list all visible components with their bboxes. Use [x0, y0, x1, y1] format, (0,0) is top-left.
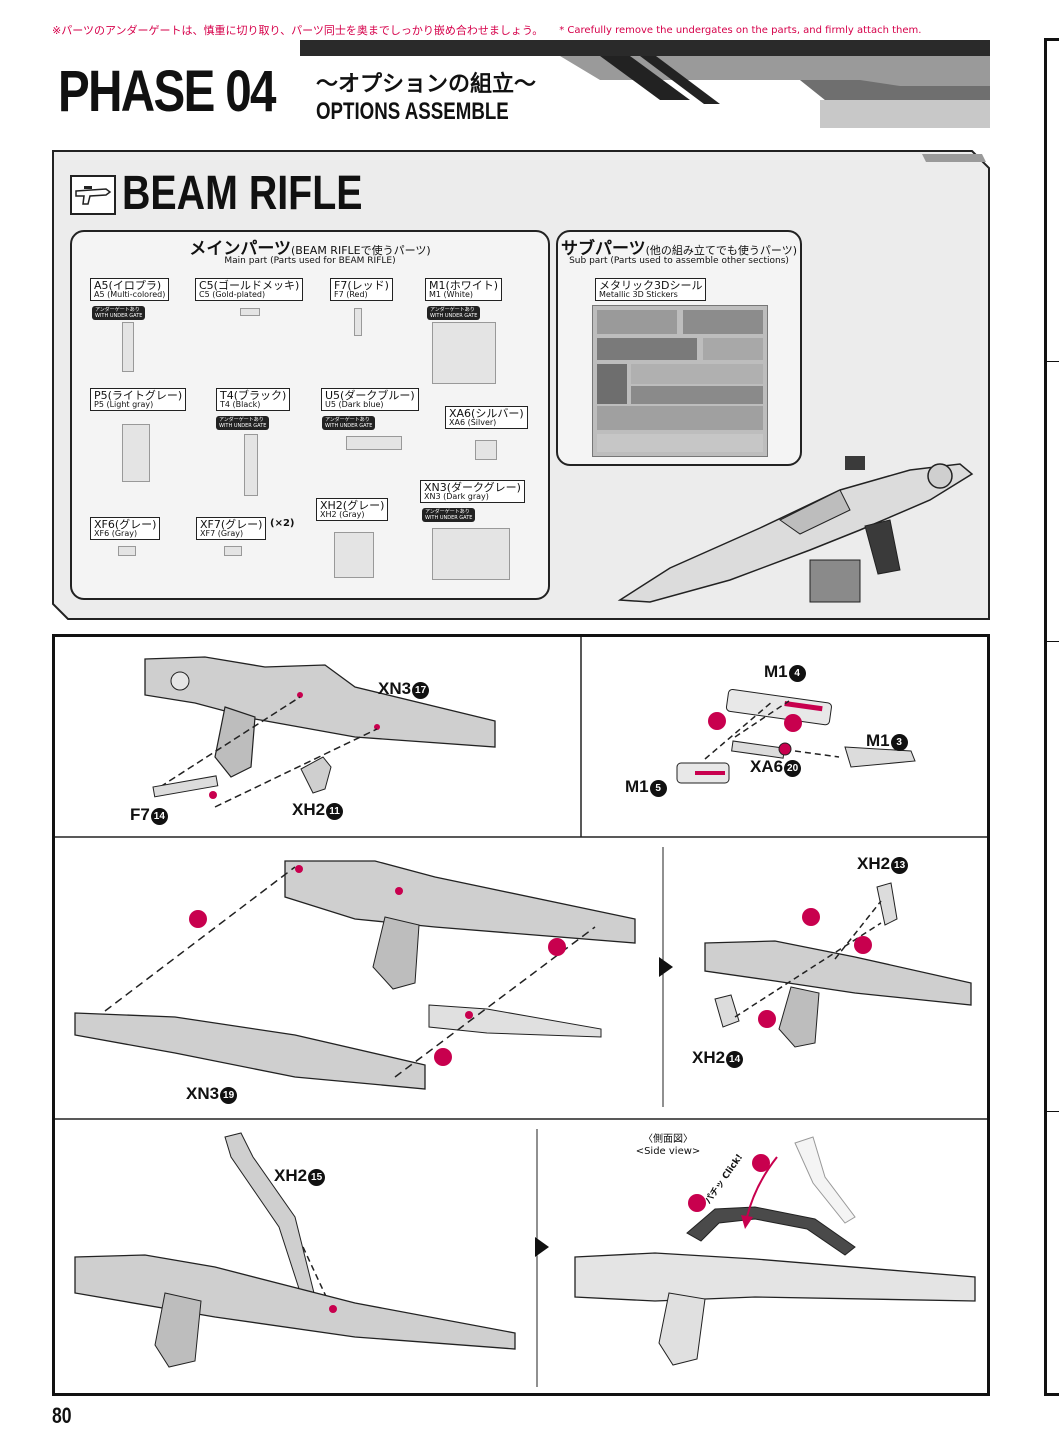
- page-number: 80: [52, 1403, 72, 1428]
- part-label-xh2: XH2(グレー)XH2 (Gray): [316, 498, 389, 521]
- right-page-edge: [1044, 38, 1059, 1396]
- phase-subtitle-en: OPTIONS ASSEMBLE: [316, 98, 509, 125]
- phase-title: PHASE 04: [58, 59, 277, 124]
- sub-parts-title: サブパーツ(他の組み立てでも使うパーツ): [558, 234, 800, 259]
- sub-parts-subtitle: Sub part (Parts used to assemble other s…: [569, 256, 789, 266]
- part-label-f7: F7(レッド)F7 (Red): [330, 278, 393, 301]
- part-label-xn3: XN3(ダークグレー)XN3 (Dark gray): [420, 480, 525, 503]
- side-view-caption: 〈側面図〉 <Side view>: [635, 1134, 701, 1157]
- assembly-steps-panel: [52, 634, 990, 1396]
- part-label-xf7: XF7(グレー)XF7 (Gray): [196, 517, 267, 540]
- xf7-quantity: (×2): [270, 518, 295, 529]
- assembly-steps-drawings: [55, 637, 987, 1387]
- sprue-a5: [122, 322, 134, 372]
- sprue-xf7: [224, 546, 242, 556]
- part-label-t4: T4(ブラック)T4 (Black): [216, 388, 291, 411]
- section-title: BEAM RIFLE: [122, 167, 363, 220]
- sprue-p5: [122, 424, 150, 482]
- top-note-jp: ※パーツのアンダーゲートは、慎重に切り取り、パーツ同士を奥までしっかり嵌め合わせ…: [52, 24, 544, 37]
- sprue-xh2: [334, 532, 374, 578]
- top-note-en: * Carefully remove the undergates on the…: [559, 24, 922, 36]
- sprue-xa6: [475, 440, 497, 460]
- sprue-c5: [240, 308, 260, 316]
- beam-rifle-illustration: [617, 456, 974, 603]
- part-label-xf6: XF6(グレー)XF6 (Gray): [90, 517, 161, 540]
- sprue-m1: [432, 322, 496, 384]
- main-parts-title-jp: メインパーツ: [189, 239, 291, 259]
- phase-subtitle-jp: 〜オプションの組立〜: [316, 72, 537, 97]
- main-parts-title: メインパーツ(BEAM RIFLEで使うパーツ): [72, 234, 548, 259]
- sprue-xn3: [432, 528, 510, 580]
- sprue-t4: [244, 434, 258, 496]
- main-parts-subtitle: Main part (Parts used for BEAM RIFLE): [224, 256, 396, 266]
- top-note: ※パーツのアンダーゲートは、慎重に切り取り、パーツ同士を奥までしっかり嵌め合わせ…: [52, 22, 1012, 38]
- part-label-m1: M1(ホワイト)M1 (White): [425, 278, 503, 301]
- part-label-xa6: XA6(シルバー)XA6 (Silver): [445, 406, 528, 429]
- header-band-graphic: [300, 40, 990, 128]
- sprue-u5: [346, 436, 402, 450]
- part-label-c5: C5(ゴールドメッキ)C5 (Gold-plated): [195, 278, 304, 301]
- beam-rifle-icon: [70, 175, 116, 215]
- sticker-sheet: [592, 305, 768, 457]
- sprue-f7: [354, 308, 362, 336]
- part-label-p5: P5(ライトグレー)P5 (Light gray): [90, 388, 187, 411]
- sprue-xf6: [118, 546, 136, 556]
- sub-parts-title-jp: サブパーツ: [560, 239, 646, 259]
- part-label-a5: A5(イロプラ)A5 (Multi-colored): [90, 278, 170, 301]
- sub-parts-title-note: (他の組み立てでも使うパーツ): [645, 244, 798, 257]
- main-parts-title-note: (BEAM RIFLEで使うパーツ): [291, 244, 431, 257]
- part-label-u5: U5(ダークブルー)U5 (Dark blue): [321, 388, 419, 411]
